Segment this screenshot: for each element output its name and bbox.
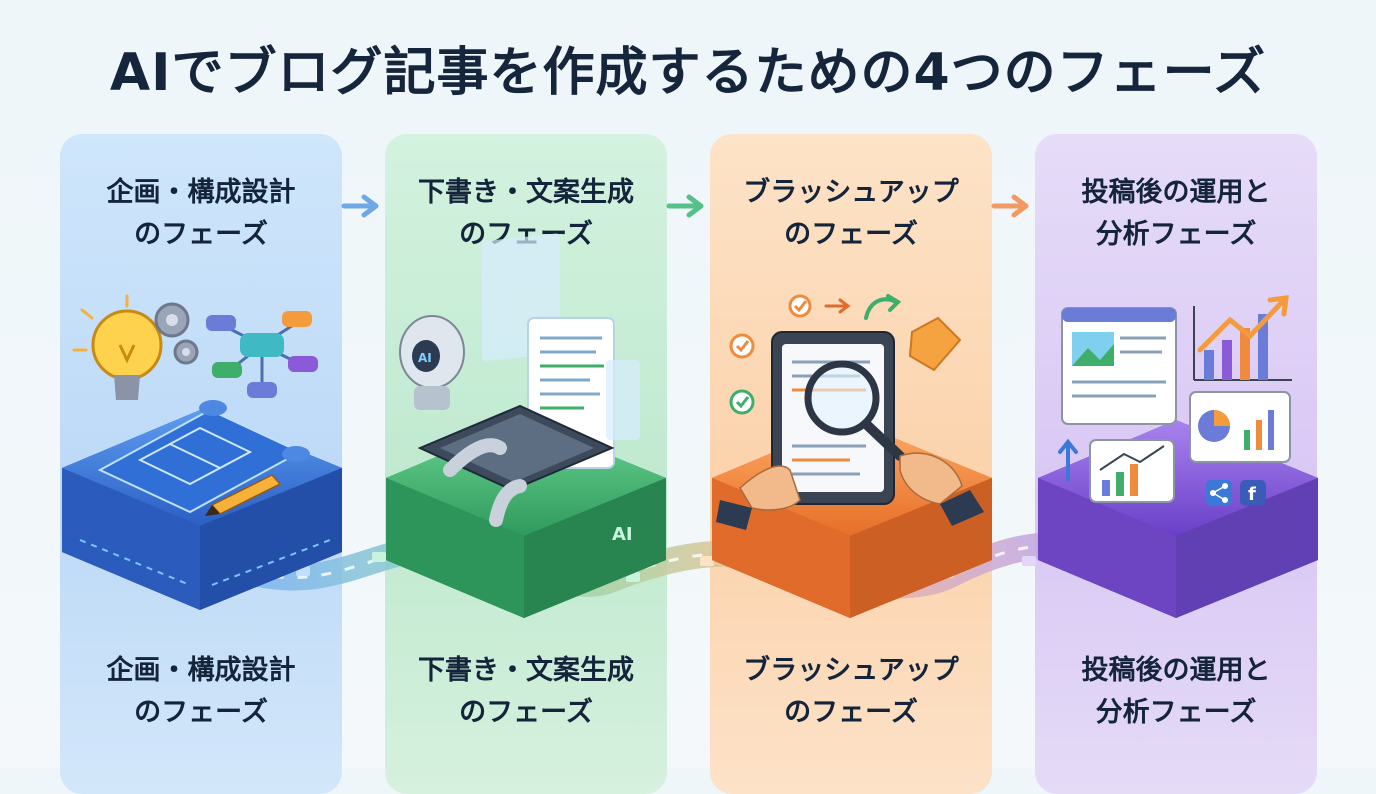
analytics-card-icon [1058,438,1175,503]
mindmap-icon [206,311,318,398]
dashboard-icon [1189,391,1291,463]
phase-footer-line2: のフェーズ [134,697,268,728]
phase-header: ブラッシュアップ のフェーズ [710,172,992,256]
phase-footer-line1: 投稿後の運用と [1081,655,1271,686]
phase-footer-line1: 企画・構成設計 [106,655,296,686]
facebook-icon: f [1240,480,1266,506]
platform-ai-label: AI [612,524,633,545]
phase-header: 企画・構成設計 のフェーズ [60,172,342,256]
phase-footer-line2: のフェーズ [784,697,918,728]
lightbulb-icon [72,294,163,400]
phase-header-line1: 企画・構成設計 [106,177,296,208]
webpage-icon [1061,307,1177,425]
phase-footer-line2: のフェーズ [459,697,593,728]
phase-footer: ブラッシュアップ のフェーズ [710,650,992,734]
phase-header-line1: 下書き・文案生成 [418,177,634,208]
robot-ai-badge: AI [418,351,432,365]
phase-header-line2: 分析フェーズ [1095,219,1257,250]
magnifier-icon [804,360,905,461]
arrow-right-icon [991,194,1029,218]
phase-header-line2: のフェーズ [784,219,918,250]
phase-illustrations: AI AI [62,233,1318,618]
gear-icon [154,302,199,365]
phase-footer-line2: 分析フェーズ [1095,697,1257,728]
arrow-right-icon [341,194,379,218]
phase-header: 投稿後の運用と 分析フェーズ [1035,172,1317,256]
phase-footer: 下書き・文案生成 のフェーズ [385,650,667,734]
robot-icon: AI [399,315,527,527]
hands-icon [716,452,984,530]
phase-footer-line1: 下書き・文案生成 [418,655,634,686]
blueprint-icon [97,400,310,514]
platform-drafting: AI [386,420,666,618]
facebook-letter: f [1248,484,1256,505]
keyboard-icon [417,404,615,492]
phase-footer: 企画・構成設計 のフェーズ [60,650,342,734]
phase-header-line2: のフェーズ [134,219,268,250]
checklist-icon [729,294,962,415]
share-icon [1206,480,1232,506]
arrow-right-icon [666,194,704,218]
phase-header-line1: ブラッシュアップ [743,177,959,208]
phase-header: 下書き・文案生成 のフェーズ [385,172,667,256]
phase-footer: 投稿後の運用と 分析フェーズ [1035,650,1317,734]
phase-header-line1: 投稿後の運用と [1081,177,1271,208]
pencil-icon [205,474,282,516]
phase-footer-line1: ブラッシュアップ [743,655,959,686]
growth-chart-icon [1193,295,1292,381]
page-title: AIでブログ記事を作成するための4つのフェーズ [109,43,1267,103]
